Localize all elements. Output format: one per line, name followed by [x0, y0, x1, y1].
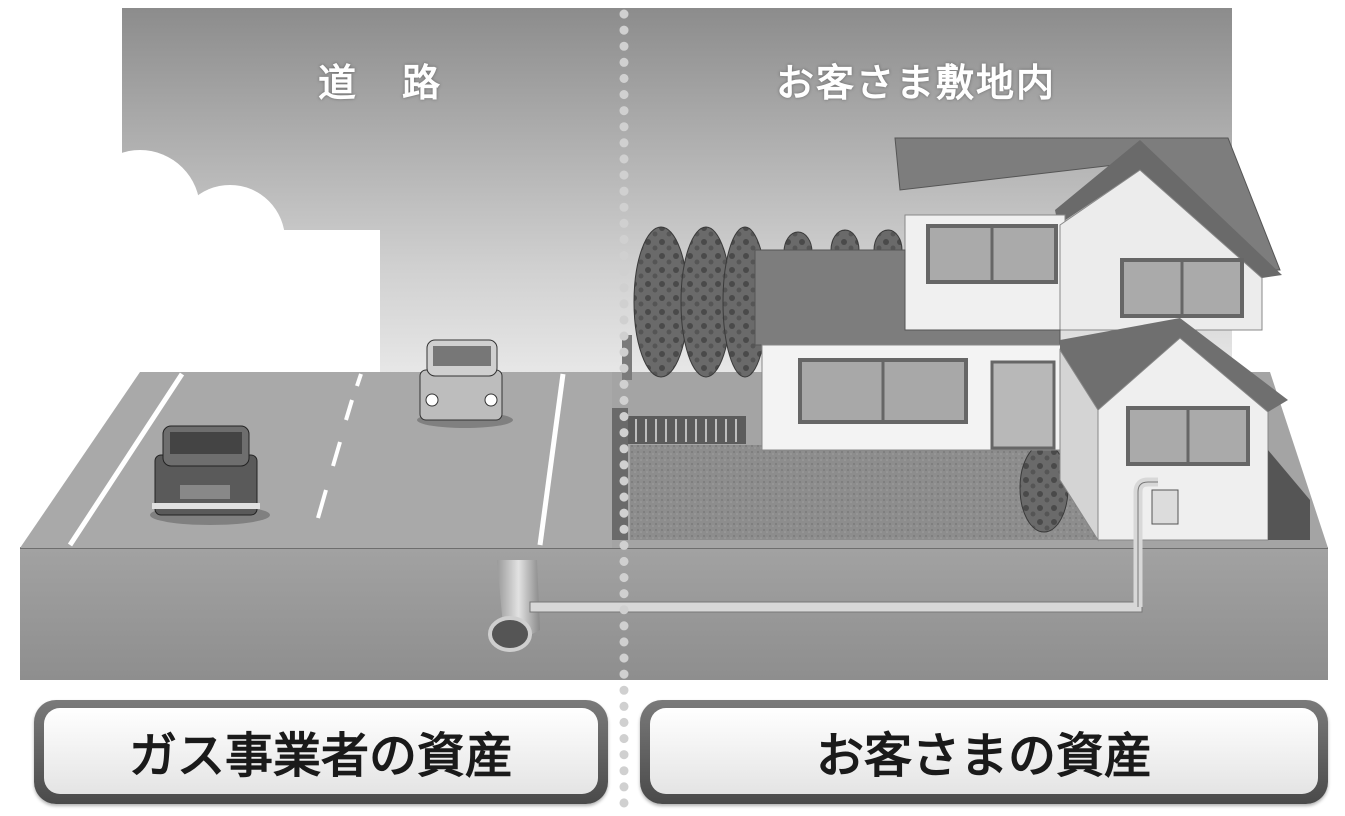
lawn [630, 445, 1110, 540]
boundary-wall [612, 408, 628, 540]
car-near [150, 425, 270, 525]
car-far [417, 339, 513, 428]
gas-meter [1151, 489, 1179, 525]
gas-company-asset-label: ガス事業者の資産 [128, 728, 513, 784]
customer-asset-label: お客さまの資産 [815, 728, 1152, 784]
road-header: 道路 [318, 61, 487, 105]
gas-company-asset-panel: ガス事業者の資産 [34, 700, 608, 804]
road-surface [20, 372, 612, 548]
lane-dashes [316, 373, 363, 519]
house [754, 137, 1310, 542]
underground-cross-section [20, 548, 1328, 680]
customer-asset-panel: お客さまの資産 [640, 700, 1328, 804]
premises-header: お客さま敷地内 [776, 61, 1057, 105]
gas-pipe [488, 477, 1158, 652]
